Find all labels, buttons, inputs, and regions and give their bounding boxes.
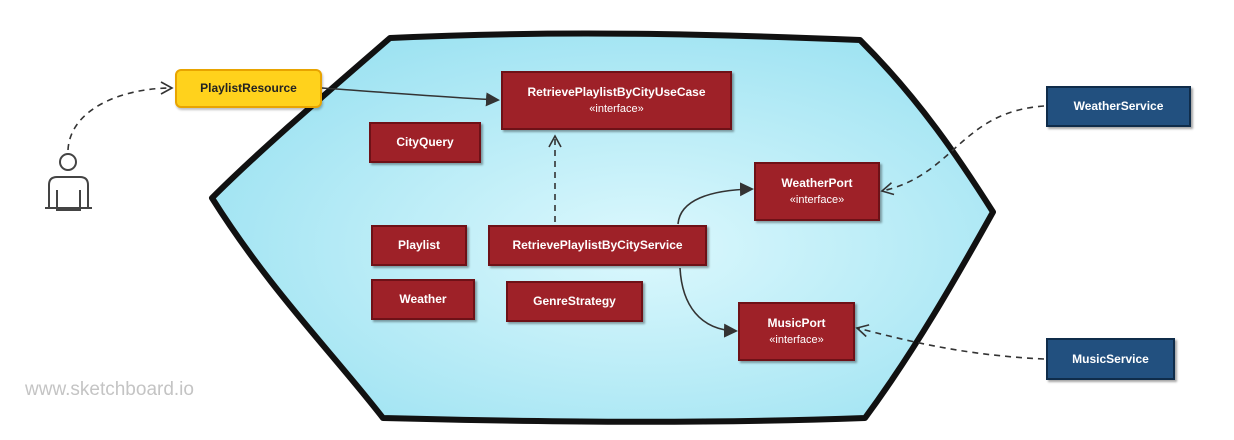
node-usecase-stereotype: «interface» xyxy=(589,103,644,116)
connector-service-to-weatherport xyxy=(677,182,754,225)
node-usecase-label: RetrievePlaylistByCityUseCase xyxy=(527,84,706,99)
node-music-service-label: MusicService xyxy=(1072,351,1149,366)
node-playlist-resource[interactable]: PlaylistResource xyxy=(175,69,322,108)
node-retrieve-playlist-service[interactable]: RetrievePlaylistByCityService xyxy=(488,225,707,266)
node-service-label: RetrievePlaylistByCityService xyxy=(512,238,683,253)
node-genre-strategy-label: GenreStrategy xyxy=(533,294,616,309)
sketchboard-watermark: www.sketchboard.io xyxy=(25,379,194,400)
node-playlist-resource-label: PlaylistResource xyxy=(200,81,297,96)
node-weather-port-label: WeatherPort xyxy=(781,175,853,190)
node-city-query[interactable]: CityQuery xyxy=(369,122,481,163)
node-retrieve-playlist-usecase[interactable]: RetrievePlaylistByCityUseCase «interface… xyxy=(501,71,732,130)
node-weather-port-stereotype: «interface» xyxy=(789,194,845,207)
node-music-port[interactable]: MusicPort «interface» xyxy=(738,302,855,361)
connector-actor-to-resource xyxy=(67,81,174,151)
node-weather-label: Weather xyxy=(399,292,447,307)
node-city-query-label: CityQuery xyxy=(396,135,454,150)
user-actor-icon xyxy=(45,153,92,211)
connector-resource-to-usecase xyxy=(321,87,500,107)
node-music-port-stereotype: «interface» xyxy=(769,334,824,347)
node-playlist[interactable]: Playlist xyxy=(371,225,467,266)
node-music-port-label: MusicPort xyxy=(767,315,826,330)
connector-weatherservice-to-weatherport xyxy=(880,105,1045,196)
node-playlist-label: Playlist xyxy=(397,238,441,253)
node-weather[interactable]: Weather xyxy=(371,279,475,320)
node-weather-service[interactable]: WeatherService xyxy=(1046,86,1191,127)
node-weather-port[interactable]: WeatherPort «interface» xyxy=(754,162,880,221)
node-genre-strategy[interactable]: GenreStrategy xyxy=(506,281,643,322)
connector-service-to-musicport xyxy=(679,267,738,338)
node-music-service[interactable]: MusicService xyxy=(1046,338,1175,380)
node-weather-service-label: WeatherService xyxy=(1073,99,1164,114)
